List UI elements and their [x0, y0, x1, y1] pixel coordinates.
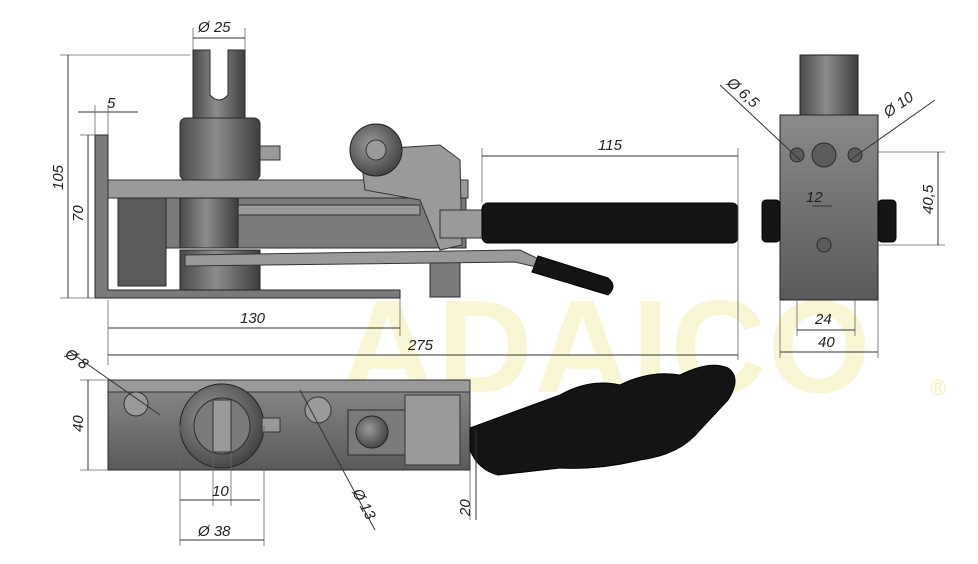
front-main-handle-grip	[481, 202, 739, 244]
front-view	[94, 49, 739, 299]
top-view	[107, 364, 736, 476]
dim-105: 105	[50, 164, 67, 190]
front-upright-fork	[192, 49, 246, 121]
end-view-body	[779, 114, 879, 301]
dim-40-5: 40,5	[920, 184, 937, 214]
watermark-registered-mark: ®	[930, 375, 946, 400]
top-hole-8	[123, 391, 149, 417]
top-knob-slot	[212, 399, 232, 453]
dim-130: 130	[240, 310, 266, 327]
top-cam-wheel	[355, 415, 389, 449]
front-roller-upper	[179, 197, 239, 249]
front-side-screw	[259, 145, 281, 161]
top-plate-edge	[107, 379, 471, 393]
top-handle-grip	[469, 364, 736, 476]
front-lever-grip	[531, 255, 614, 296]
dimension-lines	[60, 28, 945, 546]
dim-5: 5	[107, 95, 116, 112]
dim-20: 20	[457, 499, 474, 517]
front-cam-axle	[365, 139, 387, 161]
top-side-screw	[261, 417, 281, 433]
end-view-upright	[799, 54, 859, 116]
end-view-grip-left	[761, 199, 781, 243]
dim-12: 12	[806, 189, 823, 206]
end-view-hole-center	[811, 142, 837, 168]
end-view-hole-lower	[816, 237, 832, 253]
dim-115: 115	[598, 137, 623, 154]
end-view-grip-right	[877, 199, 897, 243]
dim-dia-13: Ø 13	[348, 485, 379, 523]
dim-10: 10	[212, 483, 229, 500]
front-cylinder-housing	[179, 117, 261, 181]
dim-275: 275	[407, 337, 434, 354]
dim-dia-8: Ø 8	[61, 345, 92, 374]
dim-40-right: 40	[818, 334, 835, 351]
end-view-hole-6-5	[789, 147, 805, 163]
end-view	[761, 54, 897, 301]
dim-40-left: 40	[70, 415, 87, 432]
dim-70: 70	[70, 205, 87, 222]
dim-dia-25: Ø 25	[197, 19, 231, 36]
dim-24: 24	[814, 311, 832, 328]
front-handle-shank	[439, 209, 486, 239]
top-cam-housing	[404, 394, 461, 466]
front-left-block	[117, 197, 167, 287]
top-hole-13	[304, 396, 332, 424]
dim-dia-38: Ø 38	[197, 523, 231, 540]
